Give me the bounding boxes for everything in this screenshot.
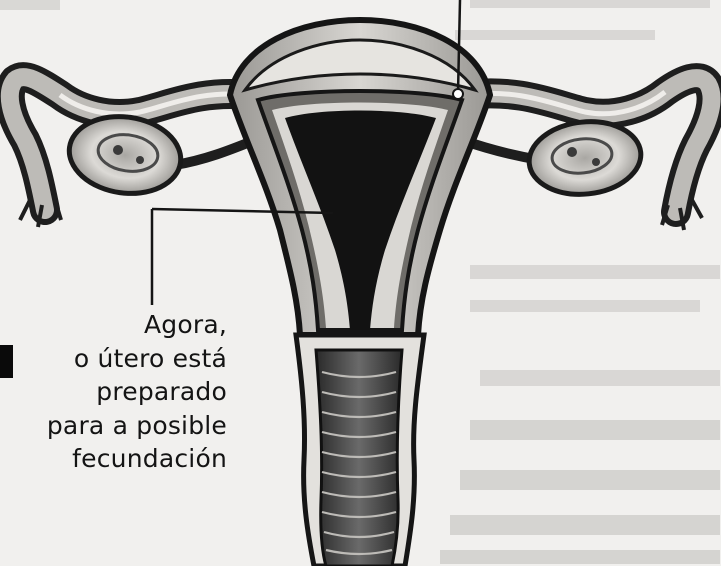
vagina [296, 335, 424, 566]
callout-line-1: Agora, [47, 308, 227, 342]
callout-line-3: preparado [47, 375, 227, 409]
callout-line-5: fecundación [47, 442, 227, 476]
right-ovary [526, 116, 645, 199]
left-ovary [64, 110, 185, 201]
section-marker [0, 345, 13, 378]
callout-line-4: para a posible [47, 409, 227, 443]
callout-line-2: o útero está [47, 342, 227, 376]
callout-text: Agora, o útero está preparado para a pos… [47, 308, 227, 476]
uterus-body [230, 20, 490, 335]
left-ovarian-ligament [175, 140, 255, 165]
